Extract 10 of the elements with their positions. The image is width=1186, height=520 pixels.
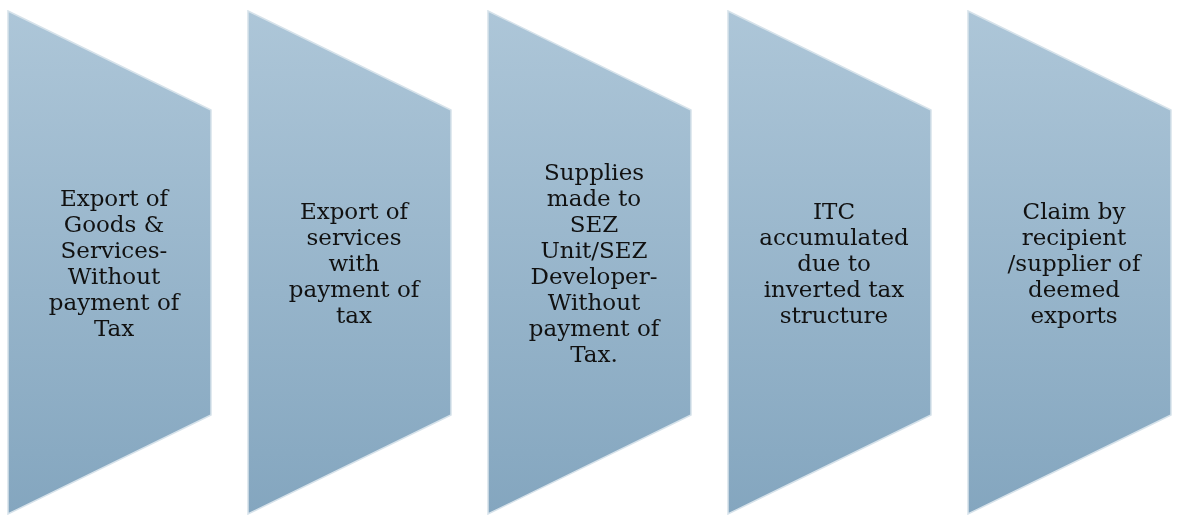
step-text: ITC accumulated due to inverted tax structure (759, 197, 909, 328)
step-text: Export of Goods & Services- Without payment of Tax (47, 184, 182, 341)
step-text: Export of services with payment of tax (287, 197, 422, 328)
step-text: Claim by recipient /supplier of deemed exports (1006, 197, 1143, 328)
trapezoid-shape (727, 10, 932, 515)
trapezoid-shape (247, 10, 452, 515)
trapezoid-shape (967, 10, 1172, 515)
trapezoid-shape (487, 10, 692, 515)
trapezoid-shape (7, 10, 212, 515)
step-text: Supplies made to SEZ Unit/SEZ Developer- Without payment of Tax. (527, 158, 662, 367)
